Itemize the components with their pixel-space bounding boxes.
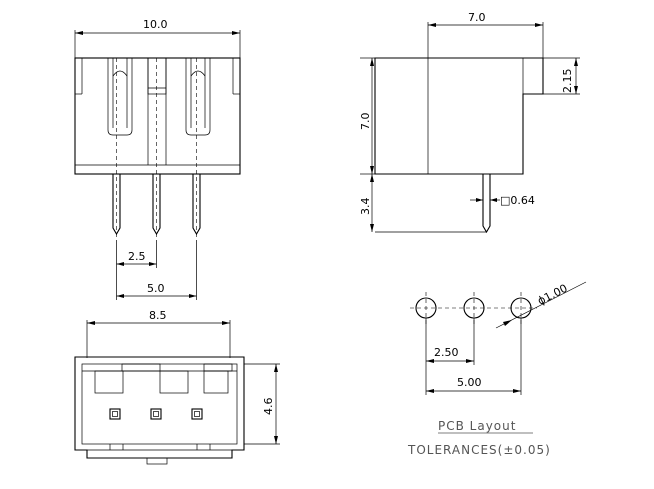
bottom-housing bbox=[74, 356, 245, 459]
bottom-width-label: 8.5 bbox=[149, 309, 167, 322]
front-pin-1 bbox=[112, 174, 121, 236]
front-view: 10.0 2.5 bbox=[74, 18, 241, 300]
front-pin-3 bbox=[192, 174, 201, 236]
pcb-layout: ϕ1.00 2.50 5.00 PCB Layout TOLERANCES(±0… bbox=[407, 282, 587, 457]
pcb-span-label: 5.00 bbox=[457, 376, 482, 389]
bottom-height-label: 4.6 bbox=[262, 398, 275, 416]
front-housing bbox=[74, 57, 241, 175]
bottom-pin-3 bbox=[191, 408, 203, 420]
side-height-label: 7.0 bbox=[359, 113, 372, 131]
side-depth-label: 7.0 bbox=[468, 11, 486, 24]
front-pin-2 bbox=[152, 174, 161, 236]
side-step-label: 2.15 bbox=[561, 69, 574, 94]
tolerance-note: TOLERANCES(±0.05) bbox=[407, 443, 551, 457]
bottom-pin-2 bbox=[150, 408, 162, 420]
side-pin bbox=[482, 174, 491, 234]
side-view: 7.0 2.15 7.0 3.4 □0.64 bbox=[359, 11, 580, 234]
bottom-view: 8.5 4.6 bbox=[74, 309, 280, 465]
side-housing bbox=[374, 57, 544, 175]
side-pin-size-label: □0.64 bbox=[500, 194, 535, 207]
pcb-layout-title: PCB Layout bbox=[438, 419, 516, 433]
front-width-label: 10.0 bbox=[143, 18, 168, 31]
pcb-pitch-label: 2.50 bbox=[434, 346, 459, 359]
pcb-hole-label: ϕ1.00 bbox=[535, 282, 569, 308]
front-span-label: 5.0 bbox=[147, 282, 165, 295]
bottom-pin-1 bbox=[109, 408, 121, 420]
side-pin-length-label: 3.4 bbox=[359, 198, 372, 216]
front-pitch-label: 2.5 bbox=[128, 250, 146, 263]
